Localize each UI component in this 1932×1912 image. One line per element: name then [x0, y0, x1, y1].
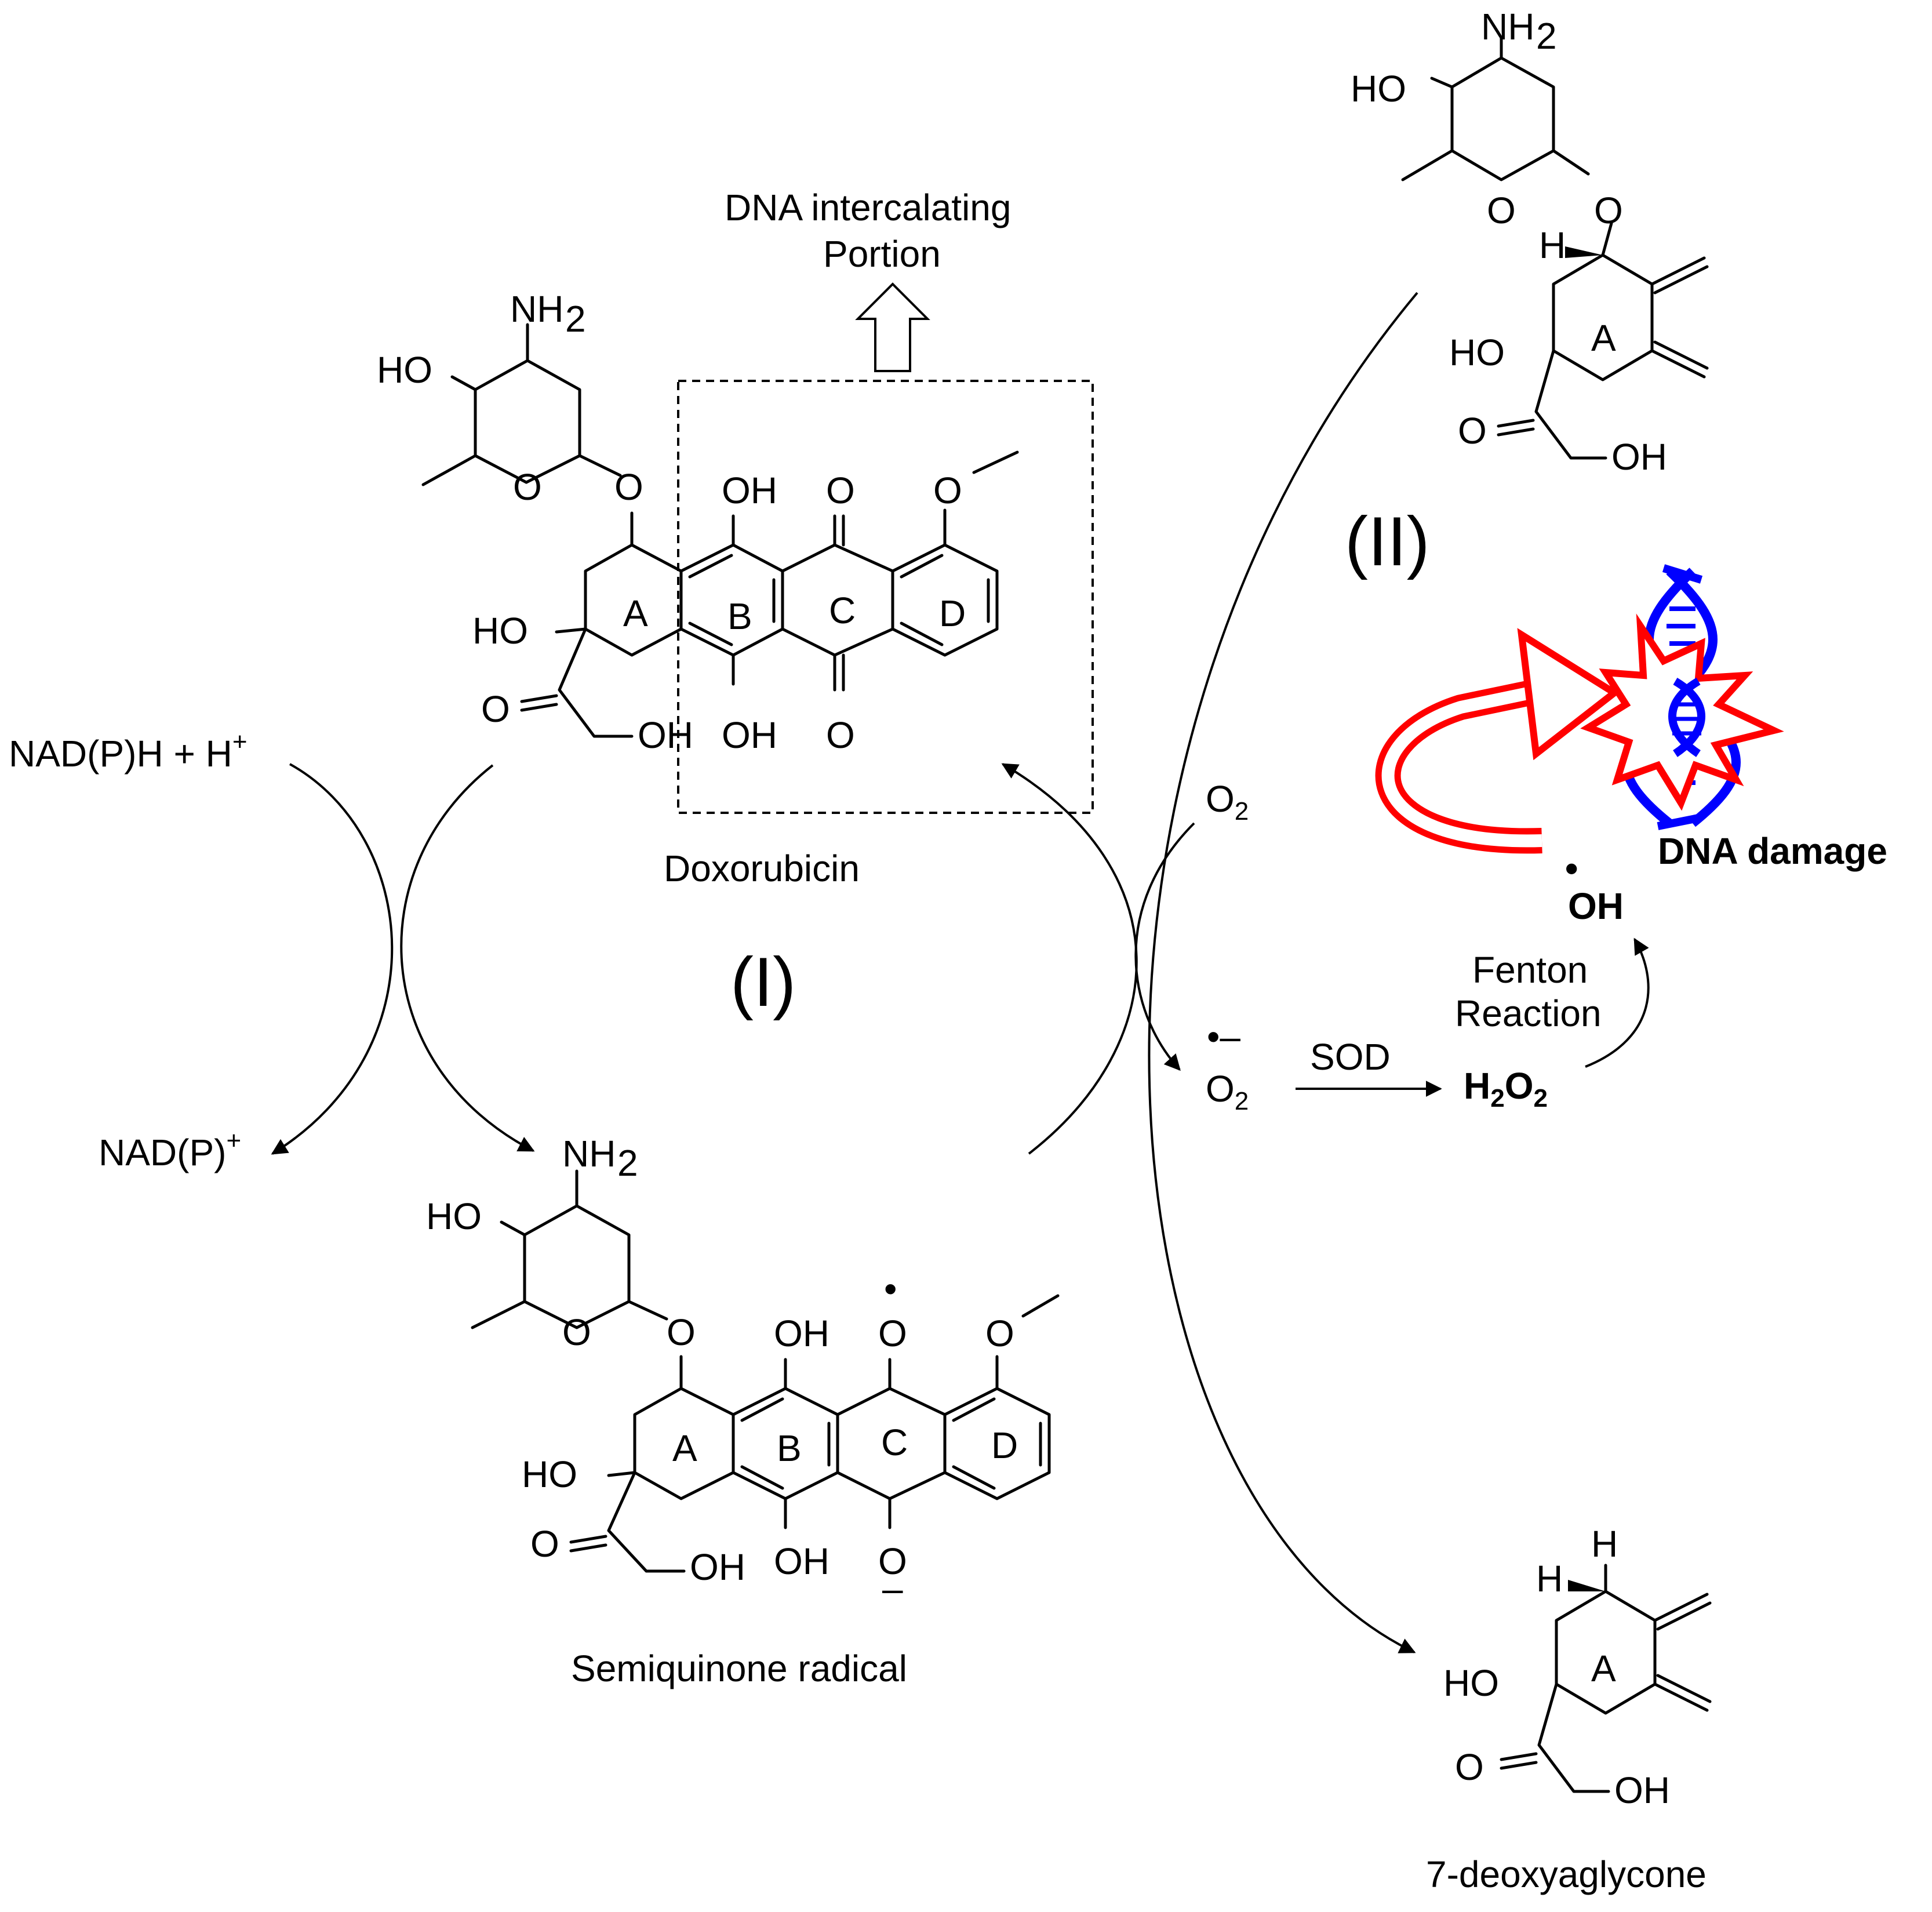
p2-ketone-o: O — [1458, 410, 1487, 452]
deoxyaglycone-caption: 7-deoxyaglycone — [1426, 1853, 1707, 1895]
dna-intercalating-line1: DNA intercalating — [725, 187, 1011, 228]
p2-ring-a-label: A — [1591, 317, 1616, 359]
doxo-oh-top-b: OH — [722, 470, 777, 511]
doxorubicin-caption: Doxorubicin — [664, 848, 860, 889]
semi-nh2-sub: 2 — [617, 1142, 638, 1184]
doxo-ring-a-ho: HO — [472, 610, 528, 652]
doxo-sugar-ring-o: O — [513, 466, 542, 508]
doxo-ring-b-label: B — [727, 595, 752, 637]
semiquinone-atom-labels: NH 2 HO O O OH • O O A B C D HO O OH OH … — [426, 1133, 1018, 1609]
doxo-ring-a-label: A — [623, 592, 648, 634]
doxo-quinone-o-top: O — [826, 470, 855, 511]
doxo-nh2: NH — [510, 288, 563, 330]
doxorubicin-structure — [421, 323, 1019, 738]
reduction-arrow — [400, 764, 535, 1152]
deoxy-ketone-o: O — [1455, 1746, 1484, 1788]
semi-ring-d-label: D — [991, 1424, 1018, 1466]
semiquinone-structure — [471, 1169, 1060, 1573]
deoxy-ring-a-label: A — [1591, 1648, 1616, 1689]
p2-nh2: NH — [1481, 6, 1534, 48]
doxo-side-oh: OH — [638, 714, 693, 756]
p2-side-oh: OH — [1611, 436, 1667, 478]
semi-ring-b-label: B — [777, 1427, 802, 1469]
nadph-consumption-arrow — [271, 763, 394, 1155]
pathway-2-intermediate-structure — [1401, 36, 1709, 460]
h2o2-label: H2O2 — [1464, 1065, 1548, 1113]
sod-label: SOD — [1310, 1036, 1391, 1078]
semi-ketone-o: O — [530, 1523, 559, 1565]
deoxy-h-top: H — [1591, 1523, 1618, 1565]
doxo-ring-c-label: C — [829, 590, 856, 631]
o2-label: O2 — [1206, 778, 1249, 826]
intercalating-hollow-arrow — [855, 282, 930, 372]
doxo-sugar-ho: HO — [377, 349, 432, 391]
dna-intercalating-line2: Portion — [823, 233, 941, 275]
semi-radical-dot: • — [884, 1268, 897, 1310]
fenton-line2: Reaction — [1455, 993, 1602, 1034]
fenton-line1: Fenton — [1472, 949, 1588, 991]
pathway-2-intermediate-labels: NH 2 HO O O H A HO O OH — [1351, 6, 1667, 478]
deoxyaglycone-structure — [1500, 1564, 1712, 1793]
doxo-nh2-sub: 2 — [565, 298, 586, 340]
doxo-oh-bottom-b: OH — [722, 714, 777, 756]
p2-h: H — [1539, 224, 1566, 266]
pathway-1-label: (I) — [730, 943, 796, 1021]
dna-damage-label: DNA damage — [1658, 830, 1887, 872]
semi-ring-a-label: A — [672, 1427, 697, 1469]
doxo-quinone-o-bottom: O — [826, 714, 855, 756]
semi-glycoside-o: O — [667, 1311, 696, 1353]
doxo-glycoside-o: O — [614, 466, 643, 508]
semi-anion-charge: – — [882, 1568, 903, 1609]
semi-sugar-ho: HO — [426, 1195, 482, 1237]
superoxide-label: O2 — [1206, 1068, 1249, 1115]
doxo-methoxy-o: O — [933, 470, 962, 511]
pathway-2-label: (II) — [1345, 503, 1430, 580]
semi-ring-c-label: C — [881, 1422, 908, 1463]
superoxide-charge: •– — [1207, 1016, 1240, 1057]
intercalating-region-box — [677, 380, 1094, 814]
radical-attack-arrow — [1375, 628, 1621, 854]
semi-anion-o: O — [878, 1540, 907, 1582]
p2-nh2-sub: 2 — [1536, 15, 1557, 57]
reoxidation-arrow — [1001, 763, 1138, 1155]
deoxy-h-left: H — [1536, 1558, 1563, 1600]
doxo-ring-d-label: D — [939, 592, 966, 634]
semi-oh-bottom-b: OH — [774, 1540, 829, 1582]
hydroxyl-dot: • — [1565, 848, 1578, 889]
semiquinone-caption: Semiquinone radical — [571, 1648, 907, 1689]
semi-nh2: NH — [562, 1133, 616, 1175]
deoxyaglycone-labels: H H A HO O OH — [1443, 1523, 1670, 1811]
hydroxyl-label: OH — [1568, 885, 1624, 927]
doxorubicin-atom-labels: NH 2 HO O O OH O O A B C D HO O OH OH O — [377, 288, 966, 756]
dna-damage-burst-icon — [1580, 613, 1784, 811]
semi-sugar-ring-o: O — [562, 1311, 591, 1353]
nadph-label: NAD(P)H + H+ — [9, 728, 248, 775]
semi-radical-o: O — [878, 1313, 907, 1354]
p2-sugar-ring-o: O — [1487, 190, 1516, 231]
fenton-arrow — [1585, 937, 1650, 1068]
p2-sugar-ho: HO — [1351, 68, 1406, 110]
deoxy-side-oh: OH — [1614, 1769, 1670, 1811]
p2-glycoside-o: O — [1594, 190, 1623, 231]
semi-methoxy-o: O — [985, 1313, 1014, 1354]
semi-oh-top-b: OH — [774, 1313, 829, 1354]
p2-ring-a-ho: HO — [1449, 332, 1505, 373]
semi-side-oh: OH — [690, 1546, 745, 1588]
semi-ring-a-ho: HO — [522, 1453, 577, 1495]
deoxy-ring-a-ho: HO — [1443, 1662, 1499, 1704]
pathway-2-arc-arrow — [1148, 292, 1418, 1653]
doxo-ketone-o: O — [481, 688, 510, 730]
nadp-label: NAD(P)+ — [99, 1126, 241, 1173]
